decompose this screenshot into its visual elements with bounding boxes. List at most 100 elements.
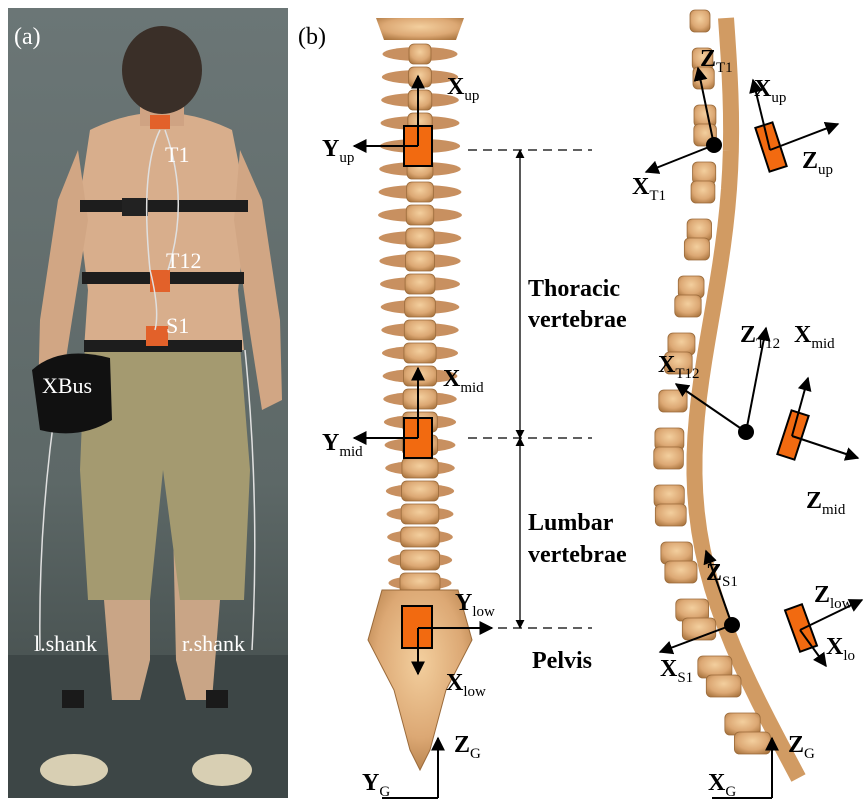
thoracic-label-2: vertebrae	[528, 307, 627, 333]
front-y-low-label-sub: low	[472, 604, 495, 620]
photo-panel: (a) T1 T12 S1 XBus l.shank r.shank	[8, 8, 288, 798]
vertebra	[383, 44, 458, 64]
front-y-g-label-sub: G	[379, 784, 390, 800]
side-z-t1-label-sub: T1	[716, 60, 733, 76]
side-vertebra	[691, 181, 715, 203]
front-y-up-label-sub: up	[339, 150, 354, 166]
left-shoe	[40, 754, 108, 786]
t1-label: T1	[165, 142, 189, 167]
side-vertebra	[706, 675, 741, 697]
front-x-up-label-main: X	[447, 74, 465, 100]
lumbar-label-1: Lumbar	[528, 510, 614, 536]
side-vertebra	[654, 447, 684, 469]
vertebra	[383, 389, 456, 409]
front-z-g-label-main: Z	[454, 732, 470, 758]
vertebra	[379, 182, 462, 202]
panel-b-label: (b)	[298, 24, 326, 50]
side-z-up-label-main: Z	[802, 148, 818, 174]
front-y-mid-label-main: Y	[322, 430, 339, 456]
front-z-g-label: ZG	[454, 732, 481, 762]
side-z-up-label-sub: up	[818, 162, 833, 178]
side-z-t12-label-sub: T12	[756, 336, 780, 352]
side-z-s1-label-sub: S1	[722, 574, 738, 590]
thoracic-label-1: Thoracic	[528, 276, 620, 302]
t1-sensor	[150, 115, 170, 129]
side-x-t1-label-sub: T1	[649, 188, 666, 204]
lumbar-label-2: vertebrae	[528, 542, 627, 568]
atlas-vertebra	[376, 18, 464, 40]
side-z-low-label-sub: low	[830, 596, 853, 612]
xbus-label: XBus	[42, 373, 92, 398]
side-x-up-label-sub: up	[771, 90, 786, 106]
side-x-t1-label-main: X	[632, 174, 650, 200]
chest-strap	[80, 200, 248, 212]
side-vertebra	[675, 295, 701, 317]
front-x-up-label-sub: up	[464, 88, 479, 104]
side-x-g-label-sub: G	[725, 784, 736, 800]
side-x-s1-label-main: X	[660, 656, 678, 682]
side-x-up-label-main: X	[754, 76, 772, 102]
front-x-up-label: Xup	[447, 74, 479, 104]
side-x-t12-label-sub: T12	[675, 366, 699, 382]
vertebra	[382, 343, 458, 363]
front-y-g-label-main: Y	[362, 770, 379, 796]
side-x-t1-label: XT1	[632, 174, 666, 204]
vertebra	[387, 527, 453, 547]
side-z-s1-label: ZS1	[706, 560, 738, 590]
front-y-mid-label: Ymid	[322, 430, 363, 460]
side-z-mid-label-main: Z	[806, 488, 822, 514]
front-x-mid-label-main: X	[443, 366, 461, 392]
side-x-mid-label-main: X	[794, 322, 812, 348]
front-x-low-label: Xlow	[446, 670, 486, 700]
t12-label: T12	[166, 248, 201, 273]
chest-sensor	[122, 198, 148, 216]
front-y-up-label: Yup	[322, 136, 354, 166]
vertebra	[385, 458, 455, 478]
s1-label: S1	[166, 313, 189, 338]
front-y-mid-label-sub: mid	[339, 444, 363, 460]
side-x-g-label-main: X	[708, 770, 726, 796]
pelvis-label: Pelvis	[532, 648, 592, 674]
front-y-low-label: Ylow	[455, 590, 495, 620]
panel-a-label: (a)	[14, 24, 41, 50]
vertebra	[379, 228, 462, 248]
side-z-s1-label-main: Z	[706, 560, 722, 586]
front-x-mid-label-sub: mid	[460, 380, 484, 396]
side-z-g-label-main: Z	[788, 732, 804, 758]
front-y-up-label-main: Y	[322, 136, 339, 162]
side-vertebra	[665, 561, 697, 583]
side-x-s1-label-sub: S1	[677, 670, 693, 686]
right-shoe	[192, 754, 252, 786]
side-x-t12-label-main: X	[658, 352, 676, 378]
front-x-low-label-main: X	[446, 670, 464, 696]
vertebra	[378, 205, 462, 225]
side-z-mid-label-sub: mid	[822, 502, 846, 518]
l-shank-label: l.shank	[34, 631, 97, 656]
side-z-t1-label-main: Z	[700, 46, 716, 72]
s1-sensor	[146, 326, 168, 346]
side-vertebra	[655, 504, 686, 526]
side-vertebra	[659, 390, 687, 412]
side-z-low-label: Zlow	[814, 582, 853, 612]
r-shank-label: r.shank	[182, 631, 245, 656]
side-x-mid-label: Xmid	[794, 322, 835, 352]
front-x-mid-label: Xmid	[443, 366, 484, 396]
side-x-low-label-sub: lo	[843, 648, 855, 664]
side-mid-sensor-frame	[777, 378, 858, 460]
front-z-g-label-sub: G	[470, 746, 481, 762]
vertebra	[386, 481, 454, 501]
side-x-g-label: XG	[708, 770, 736, 800]
vertebra	[379, 251, 460, 271]
side-z-t12-label-main: Z	[740, 322, 756, 348]
front-y-low-label-main: Y	[455, 590, 472, 616]
side-x-up-label: Xup	[754, 76, 786, 106]
side-vertebra	[690, 10, 710, 32]
side-z-up-label: Zup	[802, 148, 833, 178]
front-x-low-label-sub: low	[463, 684, 486, 700]
side-z-g-label-sub: G	[804, 746, 815, 762]
head	[122, 26, 202, 114]
torso	[78, 113, 248, 351]
vertebra	[381, 320, 458, 340]
side-vertebra	[684, 238, 709, 260]
